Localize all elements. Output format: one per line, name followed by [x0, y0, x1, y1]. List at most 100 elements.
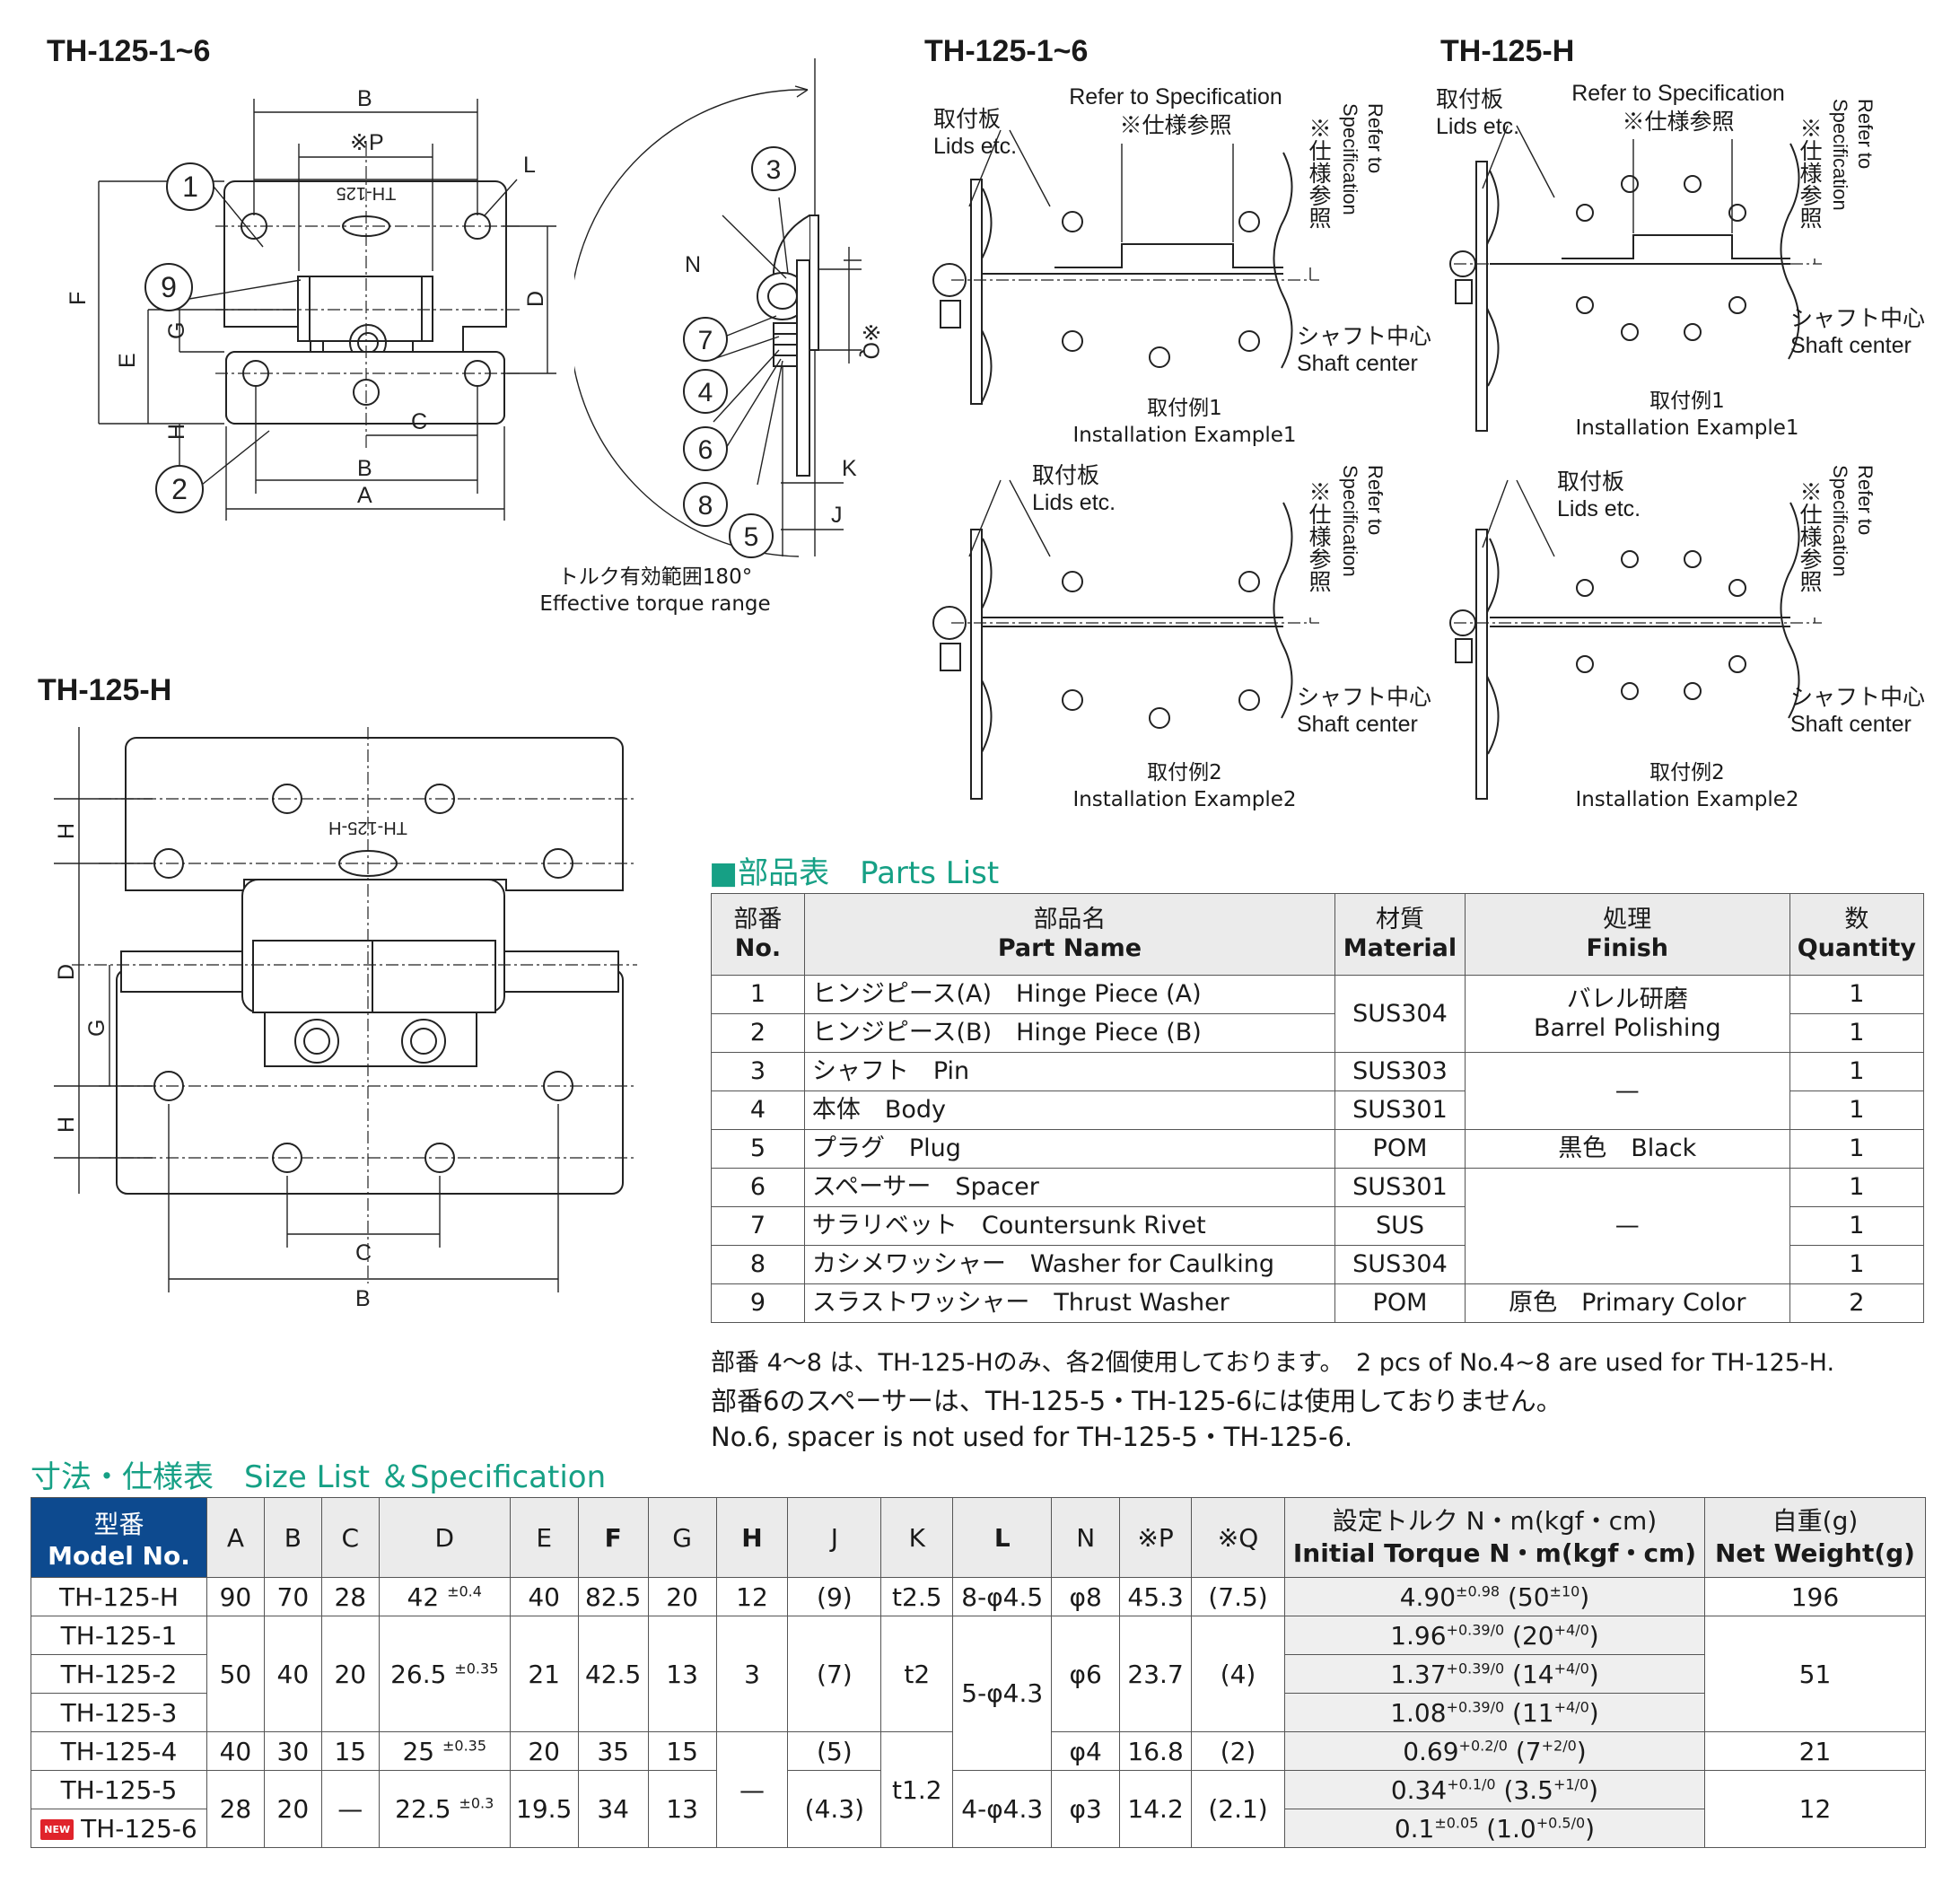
cell-torque: 0.1±0.05 (1.0+0.5/0) — [1283, 1809, 1705, 1848]
table-row: TH-125-4 40 30 15 25 ±0.35 20 35 15 — (5… — [31, 1731, 1927, 1848]
cell-c: 20 — [320, 1616, 380, 1732]
col-b: B — [263, 1497, 322, 1578]
model-cell: TH-125-3 — [31, 1693, 207, 1732]
col-h: H — [715, 1497, 789, 1578]
part-name: サラリベット Countersunk Rivet — [803, 1206, 1336, 1246]
part-no: 4 — [711, 1091, 805, 1130]
new-badge: NEW — [40, 1819, 74, 1840]
dim-d: D — [523, 291, 548, 307]
cell-a: 28 — [206, 1770, 265, 1848]
table-row: TH-125-3 1.08+0.39/0 (11+4/0) — [31, 1693, 1926, 1732]
balloon-3: 3 — [766, 155, 782, 185]
cell-b: 40 — [263, 1616, 322, 1732]
cell-weight: 196 — [1703, 1577, 1927, 1616]
installation-examples — [932, 125, 1822, 800]
col-q: ※Q — [1191, 1497, 1285, 1578]
vertical-refer-3: ※仕様参照 — [1306, 480, 1331, 592]
torque-range-en: Effective torque range — [539, 592, 771, 616]
cell-g: 15 — [647, 1731, 717, 1771]
part-name: スペーサー Spacer — [803, 1168, 1336, 1207]
dim-b-top: B — [357, 86, 372, 111]
drawing-title-install-h: TH-125-H — [1440, 34, 1575, 68]
dim-a: A — [357, 483, 372, 508]
cell-c: 28 — [320, 1577, 380, 1616]
col-p: ※P — [1119, 1497, 1193, 1578]
cell-a: 50 — [206, 1616, 265, 1732]
col-j: J — [787, 1497, 882, 1578]
cell-l: 5-φ4.3 — [952, 1616, 1053, 1771]
cell-f: 35 — [577, 1731, 649, 1771]
parts-note-3: No.6, spacer is not used for TH-125-5・TH… — [711, 1422, 1353, 1452]
dim-p: ※P — [350, 130, 384, 155]
cell-k: t2 — [880, 1616, 954, 1732]
table-row: TH-125-5 28 20 — 22.5 ±0.3 19.5 34 13 (4… — [31, 1770, 1927, 1848]
refer-label-1: Refer to Specification※仕様参照 — [1069, 84, 1282, 138]
dim-d-h: D — [54, 964, 79, 980]
table-row: TH-125-H 90 70 28 42 ±0.4 40 82.5 20 12 … — [31, 1577, 1927, 1616]
cell-q: (2) — [1191, 1731, 1285, 1771]
cell-n: φ6 — [1051, 1616, 1121, 1732]
balloon-6: 6 — [698, 435, 713, 465]
cell-a: 90 — [206, 1577, 265, 1616]
refer-label-2: Refer to Specification※仕様参照 — [1571, 81, 1785, 135]
vertical-refer-4: ※仕様参照 — [1797, 480, 1822, 592]
table-row: 9 スラストワッシャー Thrust Washer POM 原色 Primary… — [711, 1283, 1925, 1323]
cell-a: 40 — [206, 1731, 265, 1771]
part-qty: 1 — [1789, 1091, 1925, 1130]
balloon-2: 2 — [171, 473, 188, 505]
part-material: POM — [1334, 1283, 1466, 1323]
part-finish-dash: — — [1464, 1052, 1790, 1130]
dim-e: E — [115, 353, 140, 368]
side-view-th125: 3 7 4 6 8 5 N ※Q K J — [574, 58, 883, 558]
part-material: SUS301 — [1334, 1168, 1466, 1207]
cell-weight: 21 — [1703, 1731, 1927, 1771]
col-g: G — [647, 1497, 717, 1578]
dim-f: F — [66, 292, 91, 305]
col-torque: 設定トルク N・m(kgf・cm)Initial Torque N・m(kgf・… — [1283, 1497, 1705, 1578]
size-list-title: 寸法・仕様表 Size List ＆Specification — [31, 1459, 607, 1495]
balloon-7: 7 — [698, 326, 713, 355]
cell-f: 42.5 — [577, 1616, 649, 1732]
col-f: F — [577, 1497, 649, 1578]
part-no: 7 — [711, 1206, 805, 1246]
cell-j: (5) — [787, 1731, 882, 1771]
part-name: プラグ Plug — [803, 1129, 1336, 1169]
cell-torque: 1.08+0.39/0 (11+4/0) — [1283, 1693, 1705, 1732]
cell-torque: 1.96+0.39/0 (20+4/0) — [1283, 1616, 1705, 1655]
part-finish-dash: — — [1464, 1168, 1790, 1284]
dim-c-h: C — [355, 1240, 372, 1266]
table-row: 8 カシメワッシャー Washer for Caulking SUS304 1 — [711, 1245, 1925, 1284]
dim-c: C — [411, 409, 427, 434]
part-qty: 1 — [1789, 1129, 1925, 1169]
part-no: 8 — [711, 1245, 805, 1284]
cell-b: 70 — [263, 1577, 322, 1616]
cell-torque: 1.37+0.39/0 (14+4/0) — [1283, 1654, 1705, 1694]
cell-d: 26.5 ±0.35 — [378, 1616, 511, 1732]
part-material: SUS — [1334, 1206, 1466, 1246]
dim-h-lower: H — [54, 1117, 79, 1133]
parts-note-1: 部番 4〜8 は、TH-125-Hのみ、各2個使用しております。 2 pcs o… — [711, 1349, 1835, 1377]
cell-d: 42 ±0.4 — [378, 1577, 511, 1616]
model-cell: TH-125-4 — [31, 1731, 207, 1771]
cell-p: 23.7 — [1119, 1616, 1193, 1732]
model-cell: TH-125-2 — [31, 1654, 207, 1694]
model-cell: TH-125-H — [31, 1577, 207, 1616]
col-k: K — [880, 1497, 954, 1578]
part-finish-black: 黒色 Black — [1464, 1129, 1790, 1169]
cell-h: 3 — [715, 1616, 789, 1732]
part-qty: 1 — [1789, 975, 1925, 1014]
torque-range-ja: トルク有効範囲180° — [557, 565, 753, 589]
cell-e: 21 — [509, 1616, 579, 1732]
